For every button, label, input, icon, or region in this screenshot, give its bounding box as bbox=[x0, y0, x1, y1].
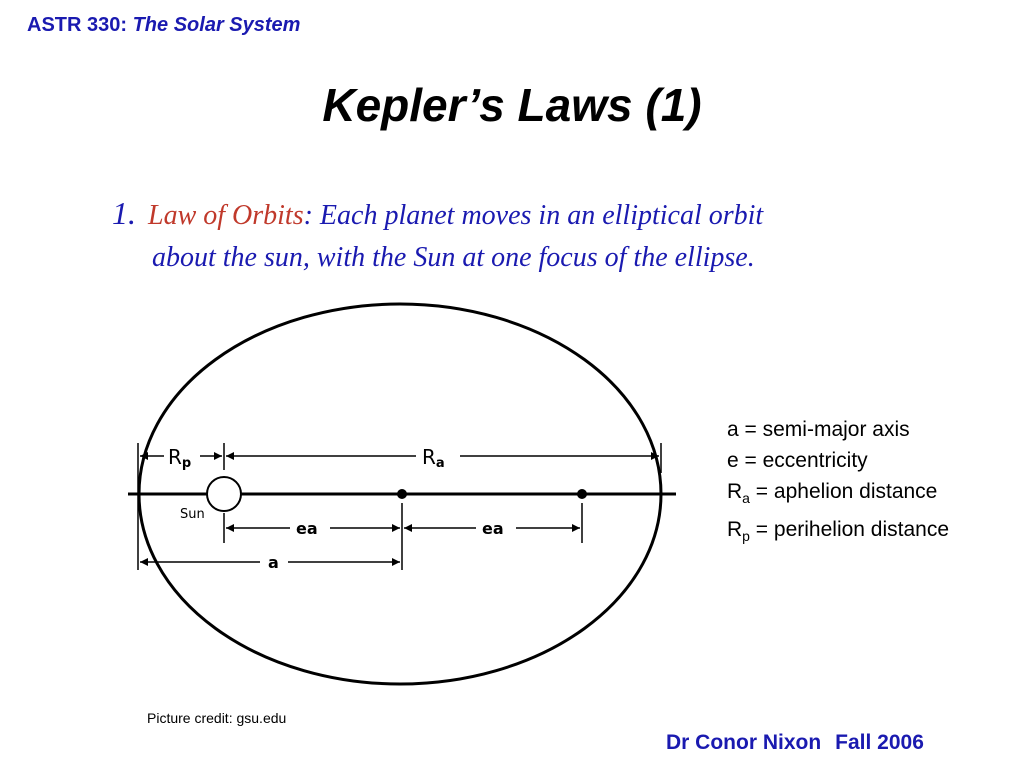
sun-label: Sun bbox=[180, 507, 205, 522]
ea-label-right: ea bbox=[482, 519, 504, 538]
legend-item-rp: Rp = perihelion distance bbox=[727, 518, 950, 545]
law-name: Law of Orbits bbox=[148, 200, 304, 231]
ra-label: Ra bbox=[422, 445, 445, 471]
picture-credit: Picture credit: gsu.edu bbox=[147, 710, 287, 726]
legend-item-e: e = eccentricity bbox=[727, 449, 868, 472]
ellipse-center-dot bbox=[397, 489, 407, 499]
law-number: 1. bbox=[112, 195, 136, 231]
course-code: ASTR 330: bbox=[27, 14, 128, 36]
a-label: a bbox=[268, 553, 279, 572]
law-line-1: 1. Law of Orbits: Each planet moves in an… bbox=[100, 192, 940, 237]
law-line-2: about the sun, with the Sun at one focus… bbox=[152, 242, 755, 273]
ea-label-left: ea bbox=[296, 519, 318, 538]
legend: a = semi-major axis e = eccentricity Ra … bbox=[727, 414, 949, 552]
footer-term: Fall 2006 bbox=[835, 731, 924, 754]
empty-focus-dot bbox=[577, 489, 587, 499]
legend-item-a: a = semi-major axis bbox=[727, 418, 910, 441]
footer: Dr Conor Nixon Fall 2006 bbox=[666, 731, 924, 755]
legend-item-ra: Ra = aphelion distance bbox=[727, 480, 938, 507]
law-text-1: : Each planet moves in an elliptical orb… bbox=[303, 200, 764, 231]
law-statement: 1. Law of Orbits: Each planet moves in an… bbox=[100, 192, 940, 279]
rp-label: Rp bbox=[168, 445, 191, 471]
sun-circle bbox=[206, 476, 242, 512]
course-subtitle: The Solar System bbox=[132, 14, 301, 36]
footer-author: Dr Conor Nixon bbox=[666, 731, 822, 754]
ellipse-orbit-diagram: Sun Rp bbox=[128, 302, 676, 686]
slide-title: Kepler’s Laws (1) bbox=[322, 79, 702, 131]
course-header: ASTR 330: The Solar System bbox=[27, 14, 300, 37]
